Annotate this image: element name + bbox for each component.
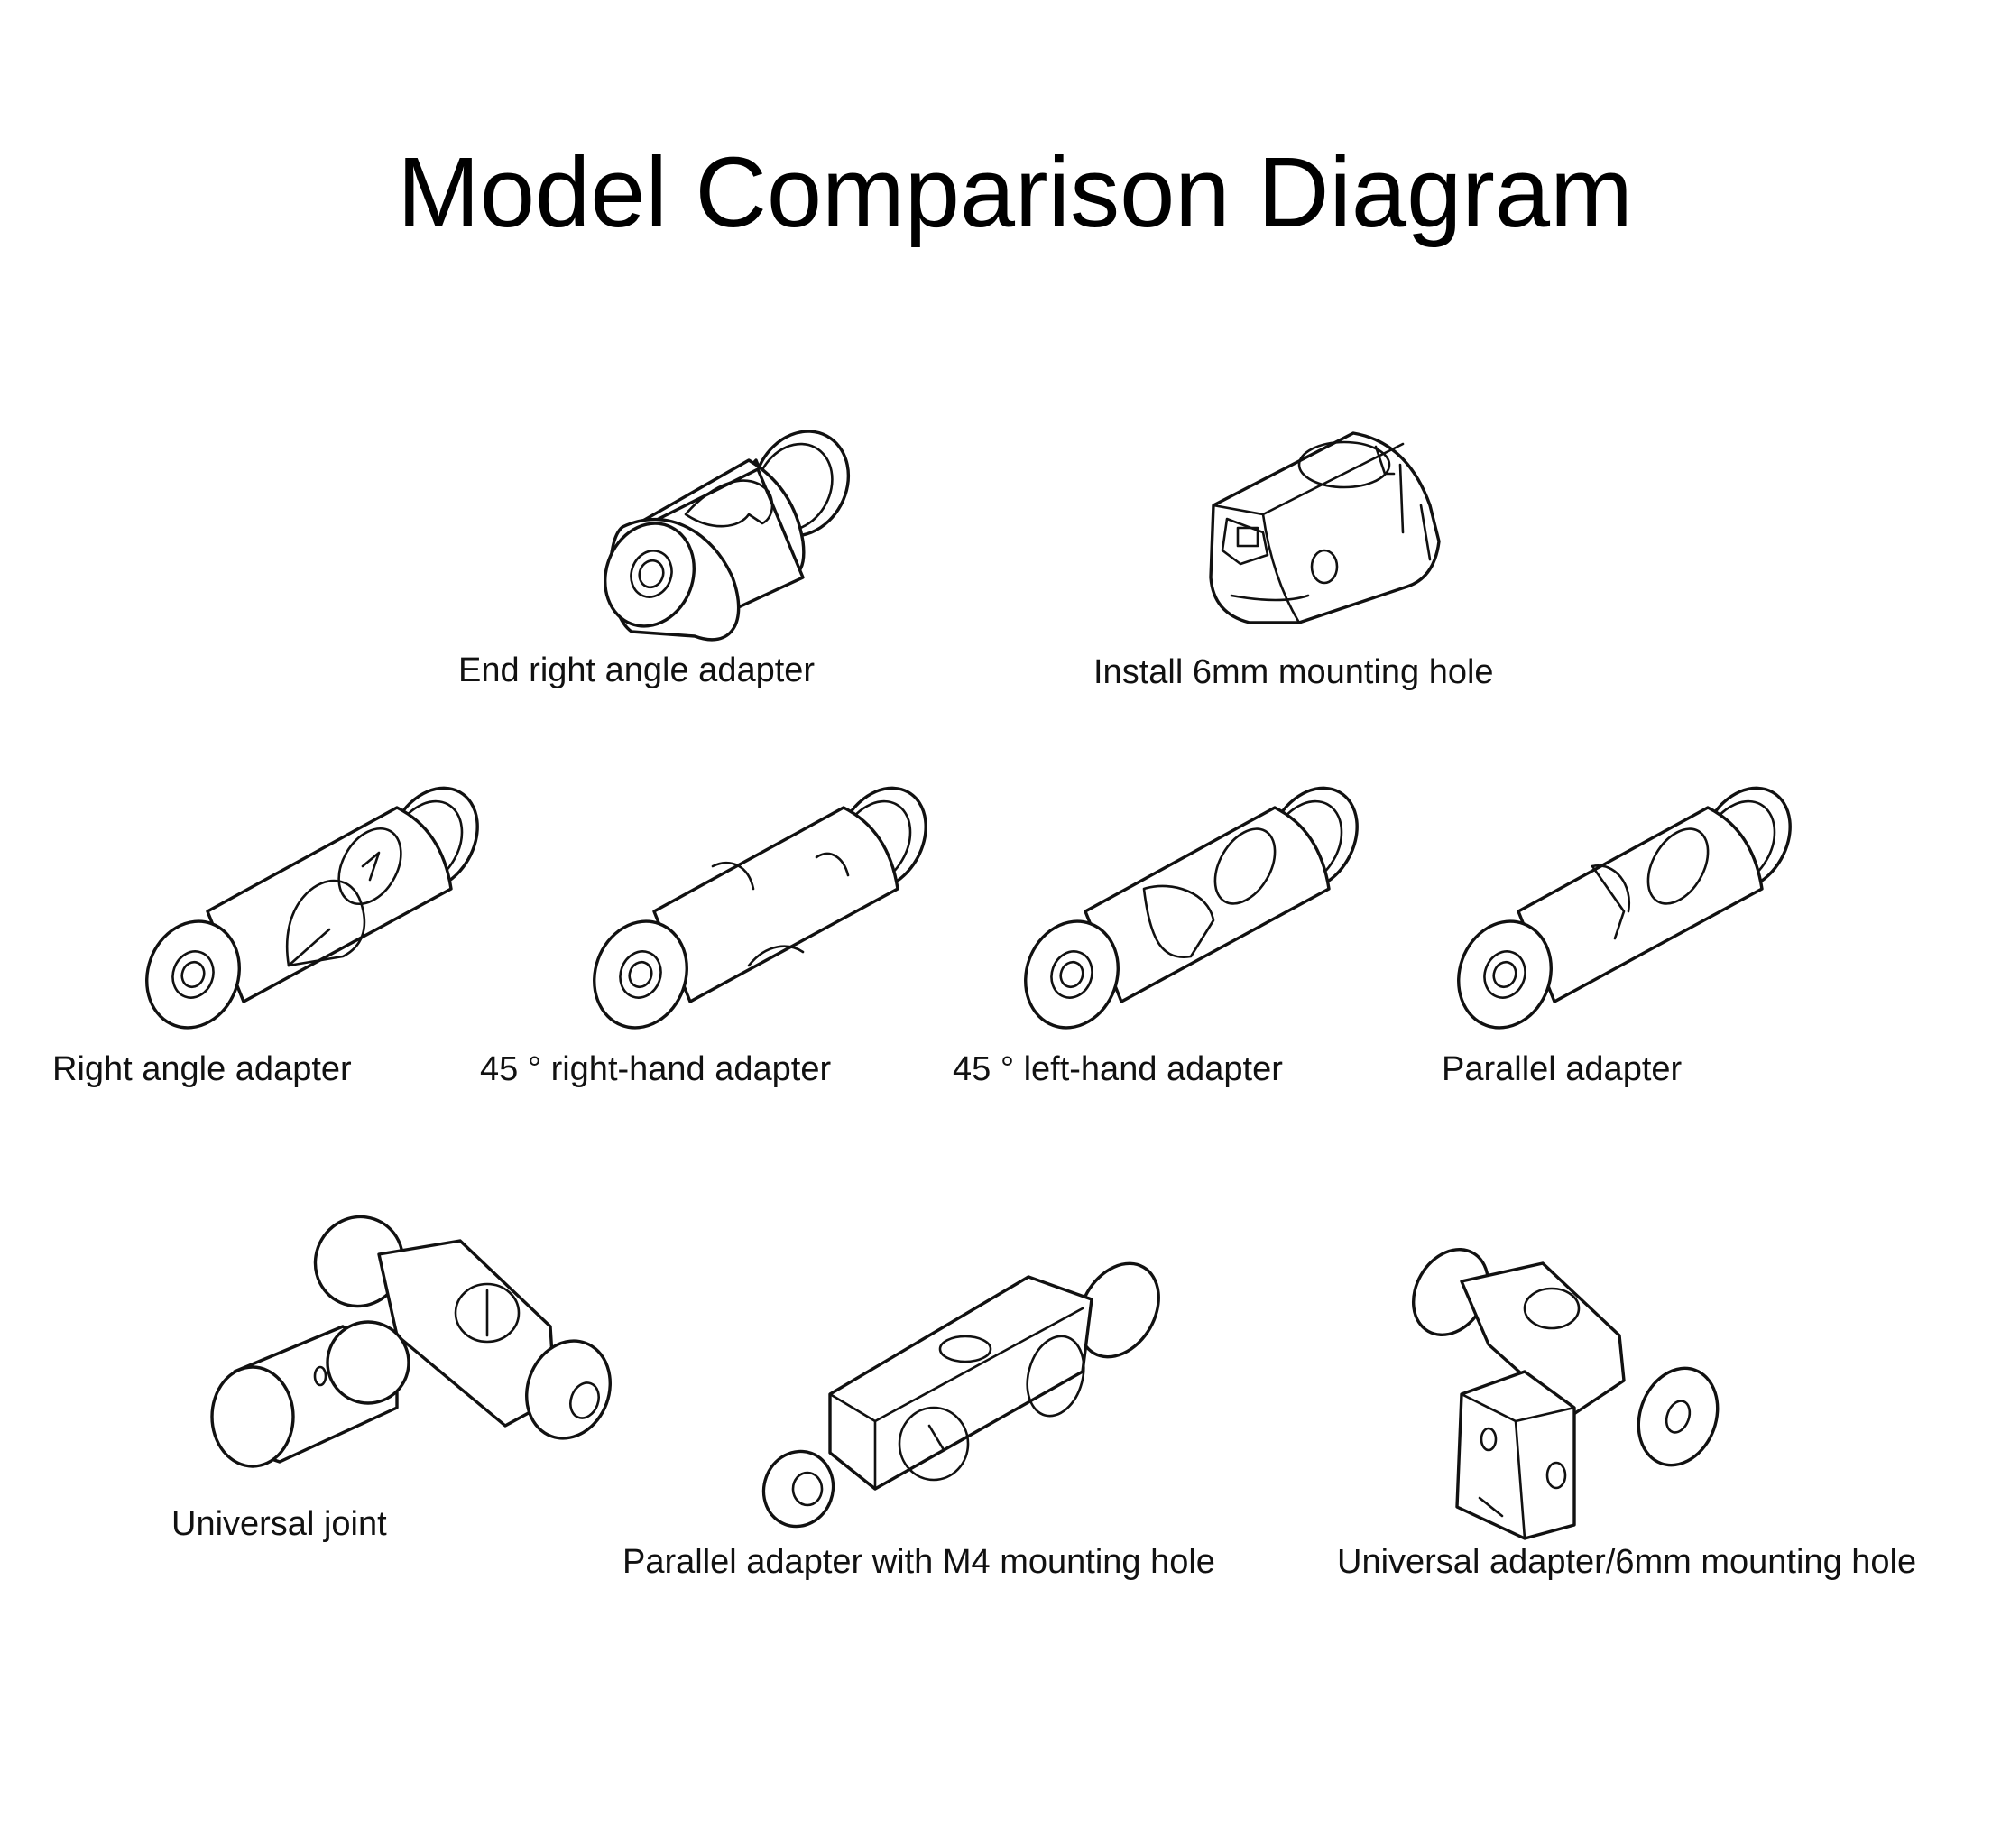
caption-install-6mm-mounting-hole: Install 6mm mounting hole bbox=[1093, 653, 1494, 691]
page-title: Model Comparison Diagram bbox=[397, 137, 1633, 248]
caption-45-right-hand-adapter: 45 ° right-hand adapter bbox=[480, 1050, 832, 1088]
caption-parallel-adapter: Parallel adapter bbox=[1442, 1050, 1683, 1088]
caption-universal-adapter-6mm: Universal adapter/6mm mounting hole bbox=[1337, 1543, 1917, 1581]
caption-parallel-adapter-m4: Parallel adapter with M4 mounting hole bbox=[622, 1543, 1215, 1581]
caption-universal-joint: Universal joint bbox=[171, 1505, 387, 1543]
caption-right-angle-adapter: Right angle adapter bbox=[52, 1050, 352, 1088]
caption-45-left-hand-adapter: 45 ° left-hand adapter bbox=[953, 1050, 1283, 1088]
caption-end-right-angle-adapter: End right angle adapter bbox=[458, 651, 816, 689]
